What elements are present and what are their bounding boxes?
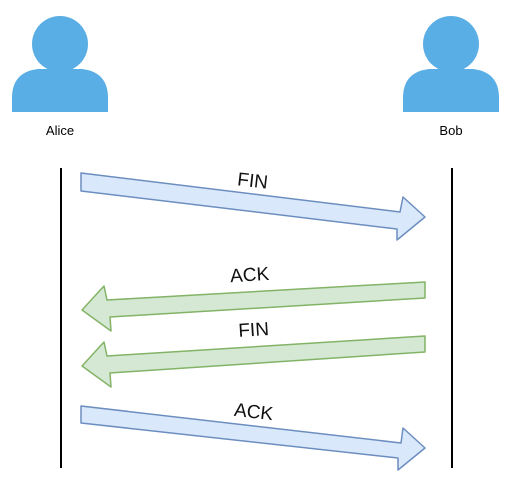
alice-label: Alice (46, 123, 74, 138)
fin-message-label-2: FIN (238, 319, 270, 342)
ack-arrow-right (80, 405, 426, 471)
fin-message-label: FIN (236, 169, 269, 193)
fin-arrow-right (80, 172, 426, 241)
alice-person-icon (12, 16, 108, 112)
bob-label: Bob (439, 123, 462, 138)
ack-message-label-2: ACK (233, 400, 275, 425)
bob-person-icon (403, 16, 499, 112)
ack-arrow-left (81, 281, 426, 332)
fin-arrow-left (81, 335, 426, 388)
ack-message-label: ACK (230, 264, 271, 287)
